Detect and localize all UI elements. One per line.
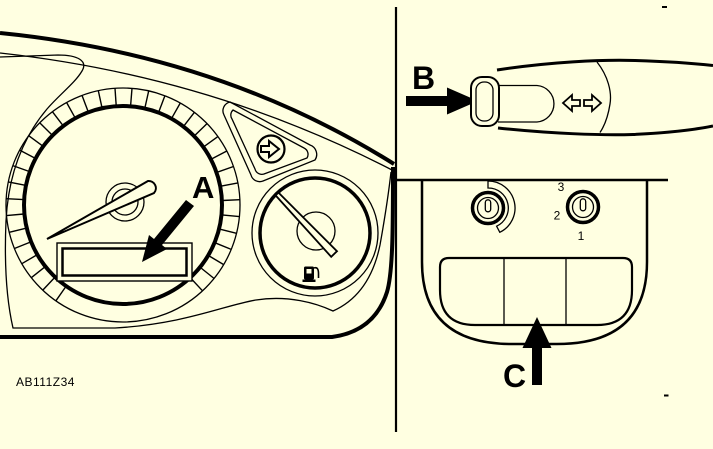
fan-position-1-label: 1 bbox=[578, 229, 585, 243]
fan-knob-ring bbox=[565, 189, 601, 225]
knob-left-ring bbox=[470, 190, 506, 226]
button-strip bbox=[438, 256, 634, 327]
callout-c-arrow-icon bbox=[522, 317, 552, 385]
speedometer-tick-marks bbox=[6, 88, 240, 302]
stalk-paddle-outline bbox=[498, 84, 555, 123]
stalk-collar-seam bbox=[596, 61, 612, 133]
fan-position-2-label: 2 bbox=[554, 209, 561, 223]
turn-signal-indicator-icon bbox=[260, 138, 281, 160]
callout-b-label: B bbox=[412, 60, 435, 96]
knob-left-pointer bbox=[484, 199, 492, 213]
indicator-lamp-circle bbox=[256, 134, 286, 164]
speedometer-rim bbox=[22, 104, 224, 306]
stalk-panel: B bbox=[406, 6, 713, 137]
fan-position-3-label: 3 bbox=[558, 180, 565, 194]
fan-speed-knob: 3 2 1 bbox=[554, 180, 601, 243]
pod-inner-outline bbox=[230, 109, 309, 175]
stalk-left-right-arrows-icon bbox=[561, 92, 603, 114]
figure-code: AB111Z34 bbox=[16, 375, 75, 389]
spec-mark-top bbox=[662, 6, 667, 8]
stalk-end-cap bbox=[475, 81, 494, 122]
turn-indicator-pod bbox=[222, 101, 318, 183]
callout-b-arrow-icon bbox=[406, 87, 478, 115]
button-strip-outline bbox=[438, 256, 634, 327]
dashboard-cowl-line bbox=[0, 31, 396, 166]
speedometer bbox=[5, 87, 241, 323]
cluster-bezel-outline bbox=[0, 166, 395, 339]
console-panel: 3 2 1 C bbox=[420, 180, 669, 397]
speedometer-hub-outer bbox=[105, 182, 145, 222]
speedometer-needle bbox=[46, 180, 157, 240]
fuel-pump-icon bbox=[302, 266, 320, 282]
fuel-gauge-outer-ring bbox=[251, 169, 379, 297]
turn-signal-stalk bbox=[470, 58, 713, 137]
fuel-gauge bbox=[251, 169, 379, 297]
knob-rotation-arc bbox=[487, 180, 516, 234]
instrument-cluster-panel: A AB111Z34 bbox=[0, 31, 396, 389]
fuel-gauge-needle bbox=[274, 191, 339, 259]
stalk-end-collar bbox=[470, 76, 500, 127]
callout-c-label: C bbox=[503, 358, 526, 394]
stalk-bottom-edge bbox=[497, 124, 713, 137]
bezel-inner-contour bbox=[0, 54, 392, 329]
callout-a-label: A bbox=[192, 170, 214, 205]
knob-left-face bbox=[476, 196, 500, 220]
stalk-top-edge bbox=[496, 58, 713, 72]
fuel-gauge-rim bbox=[258, 176, 372, 290]
cowl-inner-line bbox=[0, 52, 393, 171]
spec-mark-bottom bbox=[664, 394, 669, 397]
speedometer-outer-ring bbox=[5, 87, 241, 323]
pod-outer-outline bbox=[222, 101, 318, 183]
rotary-knob-left bbox=[470, 180, 516, 234]
info-display-screen bbox=[61, 247, 188, 277]
callout-a-arrow-icon bbox=[142, 200, 194, 262]
fan-knob-face bbox=[571, 195, 595, 219]
fan-knob-pointer bbox=[579, 198, 587, 212]
